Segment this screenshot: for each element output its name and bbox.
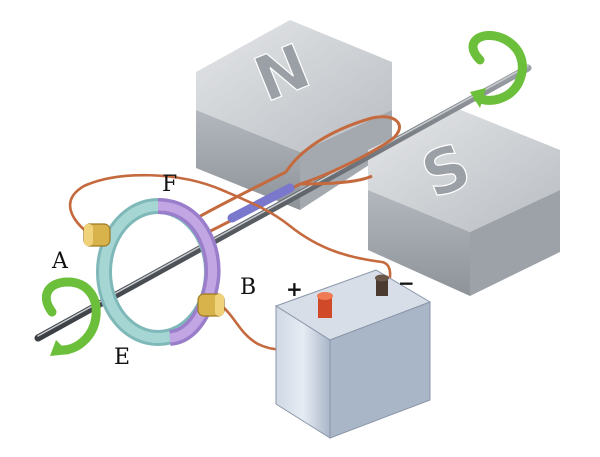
battery-positive-sign: + (286, 277, 303, 301)
rotation-arrow-icon (468, 30, 527, 108)
battery-right-face (329, 301, 431, 439)
commutator (96, 198, 221, 346)
north-magnet-top (196, 20, 392, 152)
positive-terminal (317, 292, 333, 318)
brush-b (197, 293, 225, 317)
south-magnet-face (470, 190, 560, 296)
label-f: F (162, 172, 177, 197)
north-magnet-side (196, 110, 300, 210)
coil-loop-side (299, 174, 373, 186)
south-magnet-side (368, 190, 470, 296)
axle-sleeve (227, 183, 295, 223)
rotation-arrow-icon (42, 277, 101, 356)
south-magnet: S (368, 108, 560, 296)
south-magnet-top (368, 108, 560, 232)
wire-to-negative (68, 173, 392, 291)
brush-a (83, 223, 111, 247)
negative-terminal (375, 274, 389, 296)
axle (34, 64, 532, 342)
battery-negative-sign: − (398, 271, 415, 295)
label-b: B (240, 275, 256, 300)
label-e: E (114, 345, 130, 370)
north-magnet: N (196, 20, 392, 210)
coil-loop-top (284, 115, 401, 186)
label-a: A (51, 249, 69, 274)
battery: + − (274, 269, 432, 439)
